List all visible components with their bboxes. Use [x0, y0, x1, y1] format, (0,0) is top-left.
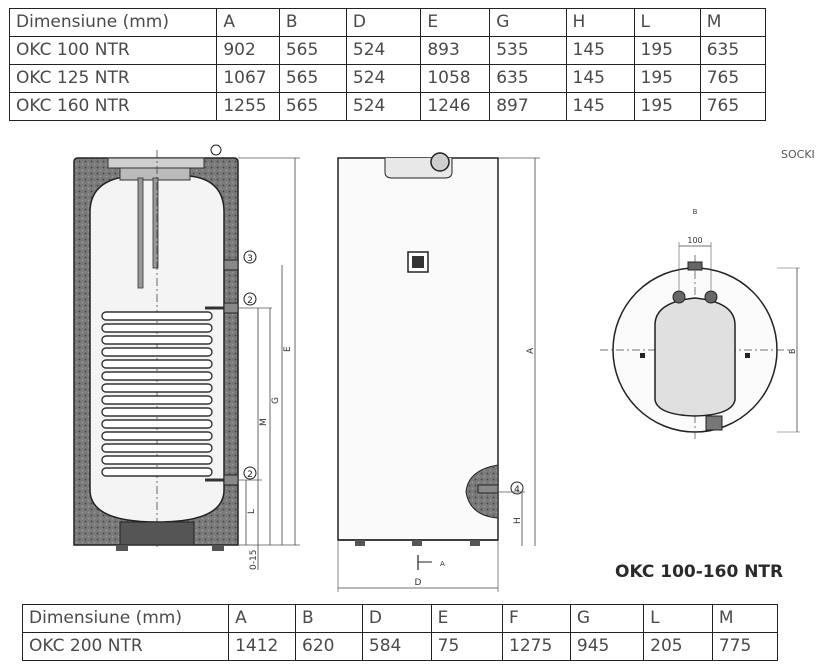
table-cell: 195	[633, 36, 701, 65]
table-cell: 1255	[216, 92, 280, 121]
table-header-cell: F	[502, 604, 571, 633]
table-cell: 635	[489, 64, 567, 93]
table-cell: 145	[565, 64, 635, 93]
dim-label-g: G	[271, 397, 281, 404]
table-cell: 765	[699, 92, 767, 121]
table-cell: 765	[699, 64, 767, 93]
table-cell: 1067	[216, 64, 280, 93]
table-cell: 145	[565, 36, 635, 65]
dim-label-range: 0-15	[249, 550, 259, 570]
front-view: 4 A H D A	[337, 152, 540, 592]
table-cell: 897	[489, 92, 567, 121]
coil-loop	[101, 335, 213, 345]
table-cell: 524	[345, 36, 422, 65]
table-cell: 565	[278, 64, 347, 93]
table-header-cell: G	[489, 8, 567, 37]
table-cell: 945	[569, 632, 645, 661]
port-4-label: 4	[514, 485, 520, 495]
model-title: OKC 100-160 NTR	[615, 562, 784, 582]
table-header-cell: Dimensiune (mm)	[8, 8, 218, 37]
dim-label-b-top: B	[693, 208, 698, 216]
table-header-cell: B	[295, 604, 363, 633]
coil-loop	[101, 371, 213, 381]
table-header-cell: M	[711, 604, 779, 633]
table-cell: 902	[216, 36, 280, 65]
table-cell: 1412	[228, 632, 297, 661]
table-cell: 1246	[420, 92, 491, 121]
dim-label-m: M	[259, 418, 269, 426]
table-cell: 584	[361, 632, 432, 661]
technical-drawing: 3 2 2 E G M L 0-15 4	[73, 144, 800, 592]
table-header-cell: H	[565, 8, 635, 37]
socket-label: SOCKI	[781, 148, 815, 161]
table-header-cell: L	[643, 604, 713, 633]
heat-exchanger-coil	[101, 311, 213, 477]
table-cell: OKC 125 NTR	[8, 64, 218, 93]
dim-label-100: 100	[687, 236, 702, 245]
dim-label-e: E	[283, 346, 293, 352]
port-2-label-upper: 2	[247, 296, 253, 306]
coil-loop	[101, 359, 213, 369]
port-2-label-lower: 2	[247, 470, 253, 480]
port-3-label: 3	[247, 254, 253, 264]
table-cell: 195	[633, 64, 701, 93]
table-cell: OKC 100 NTR	[8, 36, 218, 65]
table-cell: 775	[711, 632, 779, 661]
coil-loop	[101, 347, 213, 357]
table-header-cell: E	[420, 8, 491, 37]
coil-loop	[101, 443, 213, 453]
table-cell: 205	[643, 632, 713, 661]
section-marker-a: A	[440, 560, 445, 568]
table-cell: 635	[699, 36, 767, 65]
table-header-cell: D	[361, 604, 432, 633]
table-header-cell: A	[216, 8, 280, 37]
table-cell: 524	[345, 92, 422, 121]
table-cell: 1058	[420, 64, 491, 93]
table-cell: 195	[633, 92, 701, 121]
coil-loop	[101, 467, 213, 477]
dim-label-b-right: B	[788, 349, 797, 355]
table-cell: 145	[565, 92, 635, 121]
coil-loop	[101, 431, 213, 441]
coil-loop	[101, 383, 213, 393]
table-cell: 565	[278, 92, 347, 121]
coil-loop	[101, 419, 213, 429]
table-header-cell: A	[228, 604, 297, 633]
table-header-cell: Dimensiune (mm)	[21, 604, 230, 633]
table-header-cell: B	[278, 8, 347, 37]
coil-loop	[101, 311, 213, 321]
table-cell: 535	[489, 36, 567, 65]
table-header-cell: L	[633, 8, 701, 37]
dim-label-l: L	[247, 509, 257, 514]
table-cell: OKC 160 NTR	[8, 92, 218, 121]
table-header-cell: G	[569, 604, 645, 633]
coil-loop	[101, 323, 213, 333]
dim-label-a: A	[526, 347, 536, 354]
coil-loop	[101, 407, 213, 417]
section-view: 3 2 2 E G M L 0-15	[73, 144, 300, 570]
top-view: B 100 B	[600, 208, 800, 440]
table-cell: 565	[278, 36, 347, 65]
table-cell: 75	[430, 632, 504, 661]
table-header-cell: E	[430, 604, 504, 633]
coil-loop	[101, 395, 213, 405]
table-cell: 620	[295, 632, 363, 661]
table-cell: 524	[345, 64, 422, 93]
table-header-cell: M	[699, 8, 767, 37]
dim-label-d: D	[415, 578, 422, 588]
table-cell: 1275	[502, 632, 571, 661]
table-header-cell: D	[345, 8, 422, 37]
coil-loop	[101, 455, 213, 465]
table-cell: 893	[420, 36, 491, 65]
dim-label-h: H	[513, 517, 523, 524]
table-cell: OKC 200 NTR	[21, 632, 230, 661]
